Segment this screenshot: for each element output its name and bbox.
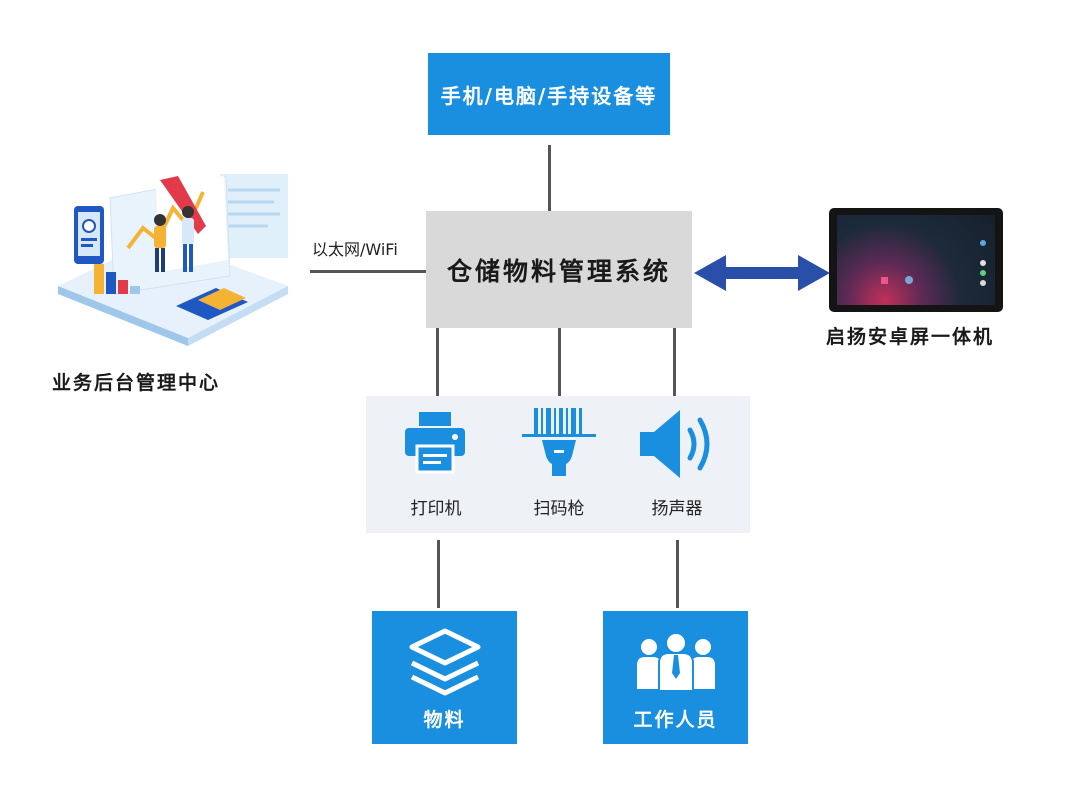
barcode-scanner-icon <box>522 408 596 476</box>
tablet-screen <box>837 215 995 305</box>
staff-label: 工作人员 <box>633 709 718 731</box>
connector-devices-to-wms <box>548 145 551 212</box>
people-group-icon <box>637 633 715 691</box>
material-label: 物料 <box>423 709 466 731</box>
backend-illustration <box>58 174 288 346</box>
printer-label: 打印机 <box>410 499 462 519</box>
peripheral-panel: 打印机 扫码枪 扬声器 <box>366 396 750 533</box>
speaker-label: 扬声器 <box>651 499 703 519</box>
connector-panel-to-staff <box>676 540 679 608</box>
connector-wms-to-printer <box>436 328 439 396</box>
wms-box: 仓储物料管理系统 <box>426 211 692 328</box>
wms-box-label: 仓储物料管理系统 <box>446 256 671 286</box>
connector-wms-to-scanner <box>558 328 561 396</box>
network-label: 以太网/WiFi <box>312 240 398 259</box>
layers-icon <box>409 628 481 696</box>
backend-label: 业务后台管理中心 <box>52 372 221 394</box>
scanner-label: 扫码枪 <box>533 499 585 519</box>
connector-wms-to-speaker <box>673 328 676 396</box>
connector-panel-to-material <box>437 540 440 608</box>
printer-icon <box>405 412 465 474</box>
tablet-label: 启扬安卓屏一体机 <box>826 326 995 348</box>
tablet-home-icons <box>881 240 986 286</box>
material-box: 物料 <box>372 611 517 744</box>
staff-box: 工作人员 <box>603 611 748 744</box>
devices-box: 手机/电脑/手持设备等 <box>428 53 670 135</box>
speaker-icon <box>640 410 710 478</box>
devices-box-label: 手机/电脑/手持设备等 <box>440 83 658 108</box>
connector-backend-to-wms <box>310 270 426 273</box>
bidirectional-arrow-icon <box>694 255 830 291</box>
android-tablet <box>829 208 1003 312</box>
